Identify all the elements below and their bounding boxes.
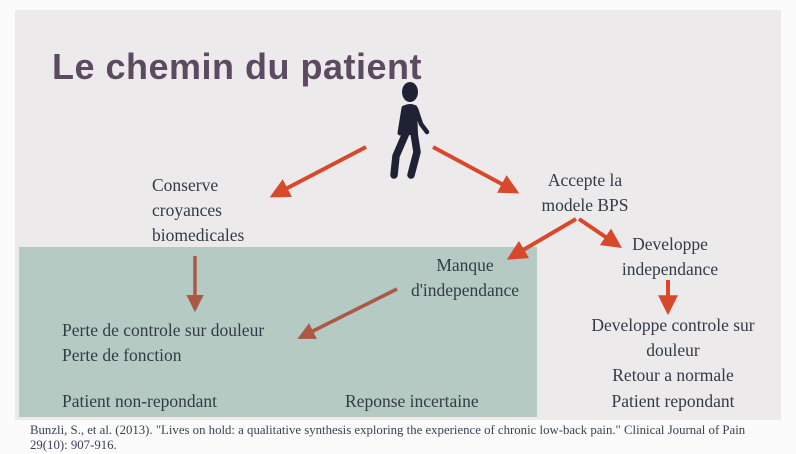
node-patient-non-repondant: Patient non-repondant [62, 391, 218, 411]
negative-outcome-box [19, 247, 537, 417]
node-accepte-bps: Accepte la modele BPS [541, 170, 629, 215]
node-developpe-controle: Developpe controle sur douleur Retour a … [578, 313, 768, 388]
page-title: Le chemin du patient [52, 46, 423, 87]
citation-text: Bunzli, S., et al. (2013). "Lives on hol… [30, 423, 746, 452]
node-perte-fonction: Perte de fonction [62, 345, 182, 365]
node-reponse-incertaine: Reponse incertaine [345, 391, 479, 411]
walking-person-icon [383, 82, 435, 185]
node-patient-repondant: Patient repondant [611, 391, 735, 411]
node-conserve-croyances: Conserve croyances biomedicales [152, 175, 245, 245]
slide-background: Le chemin du patient Conserve croyances … [15, 10, 781, 420]
node-perte-controle: Perte de controle sur douleur [62, 320, 265, 340]
node-retour-normale: Retour a normale [612, 365, 734, 385]
node-perte: Perte de controle sur douleur Perte de f… [62, 318, 264, 368]
node-developpe-independance: Developpe independance [621, 234, 719, 279]
node-manque-independance: Manque d'independance [410, 255, 520, 300]
